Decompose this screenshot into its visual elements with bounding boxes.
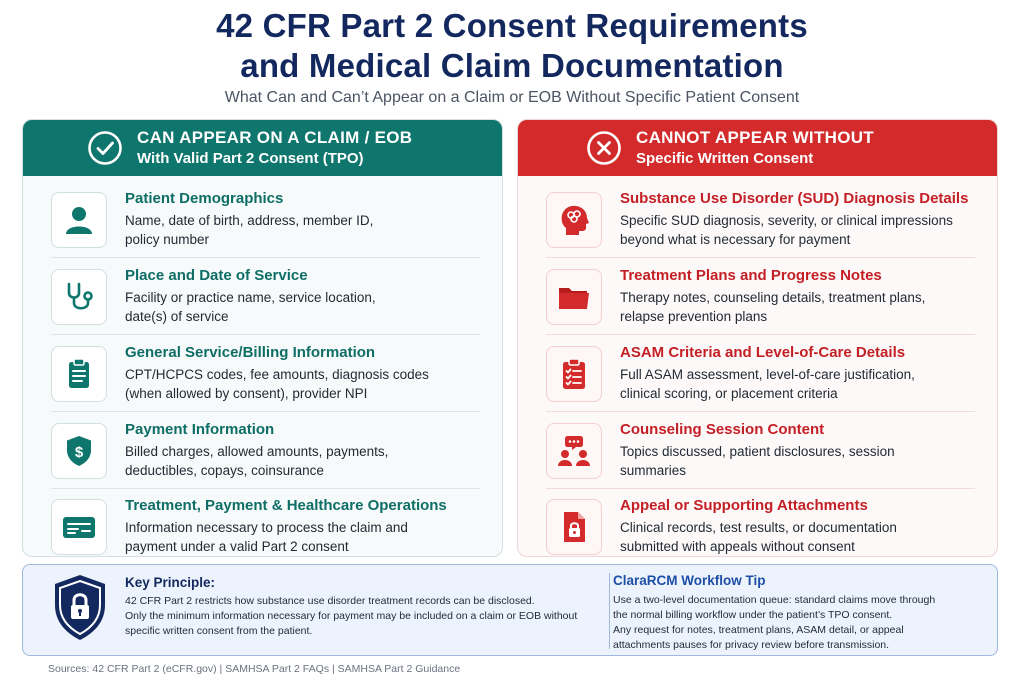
item-title: Place and Date of Service <box>125 267 308 284</box>
key-principle-text: 42 CFR Part 2 restricts how substance us… <box>125 595 578 637</box>
counseling-icon <box>546 423 602 479</box>
id-card-icon <box>51 499 107 555</box>
item-description: Name, date of birth, address, member ID,… <box>125 213 374 247</box>
list-item: ASAM Criteria and Level-of-Care Details … <box>518 336 997 412</box>
person-icon <box>51 192 107 248</box>
key-principle-box: Key Principle: 42 CFR Part 2 restricts h… <box>22 564 998 656</box>
can-appear-header: CAN APPEAR ON A CLAIM / EOB With Valid P… <box>23 120 502 176</box>
check-circle-icon <box>88 131 122 165</box>
can-appear-heading: CAN APPEAR ON A CLAIM / EOB <box>137 128 413 147</box>
key-principle-title: Key Principle: <box>125 575 216 590</box>
item-title: Treatment Plans and Progress Notes <box>620 267 882 284</box>
item-title: Patient Demographics <box>125 190 284 207</box>
dollar-shield-icon: $ <box>51 423 107 479</box>
folder-icon <box>546 269 602 325</box>
list-item: Treatment Plans and Progress Notes Thera… <box>518 259 997 335</box>
list-item: General Service/Billing Information CPT/… <box>23 336 502 412</box>
title-line-1: 42 CFR Part 2 Consent Requirements <box>216 7 808 44</box>
list-item: Appeal or Supporting Attachments Clinica… <box>518 489 997 556</box>
page-subtitle: What Can and Can’t Appear on a Claim or … <box>224 89 800 106</box>
divider <box>609 573 610 649</box>
can-appear-subheading: With Valid Part 2 Consent (TPO) <box>137 150 364 167</box>
item-description: Information necessary to process the cla… <box>125 520 408 554</box>
cannot-appear-heading: CANNOT APPEAR WITHOUT <box>636 128 874 147</box>
can-appear-panel: CAN APPEAR ON A CLAIM / EOB With Valid P… <box>22 119 503 557</box>
stethoscope-icon <box>51 269 107 325</box>
cannot-appear-header: CANNOT APPEAR WITHOUT Specific Written C… <box>518 120 997 176</box>
workflow-tip-title: ClaraRCM Workflow Tip <box>613 573 766 588</box>
item-title: ASAM Criteria and Level-of-Care Details <box>620 344 906 361</box>
page-title: 42 CFR Part 2 Consent Requirements and M… <box>0 6 1024 86</box>
item-title: Payment Information <box>125 421 275 438</box>
workflow-tip-text: Use a two-level documentation queue: sta… <box>613 594 936 651</box>
item-title: Treatment, Payment & Healthcare Operatio… <box>125 497 447 514</box>
item-description: Topics discussed, patient disclosures, s… <box>620 444 895 478</box>
item-title: General Service/Billing Information <box>125 344 376 361</box>
clipboard-icon <box>51 346 107 402</box>
list-item: Place and Date of Service Facility or pr… <box>23 259 502 335</box>
item-description: Therapy notes, counseling details, treat… <box>620 290 926 324</box>
x-circle-icon <box>587 131 621 165</box>
list-item: Treatment, Payment & Healthcare Operatio… <box>23 489 502 556</box>
list-item: Substance Use Disorder (SUD) Diagnosis D… <box>518 182 997 258</box>
item-title: Substance Use Disorder (SUD) Diagnosis D… <box>620 190 969 207</box>
head-brain-icon <box>546 192 602 248</box>
list-item: $ Payment Information Billed charges, al… <box>23 413 502 489</box>
title-line-2: and Medical Claim Documentation <box>240 47 784 84</box>
svg-text:$: $ <box>75 444 84 461</box>
item-description: Full ASAM assessment, level-of-care just… <box>620 367 915 401</box>
list-item: Counseling Session Content Topics discus… <box>518 413 997 489</box>
cannot-appear-panel: CANNOT APPEAR WITHOUT Specific Written C… <box>517 119 998 557</box>
item-description: Billed charges, allowed amounts, payment… <box>125 444 389 478</box>
sources-footer: Sources: 42 CFR Part 2 (eCFR.gov) | SAMH… <box>48 663 461 675</box>
shield-lock-icon <box>55 575 105 640</box>
list-item: Patient Demographics Name, date of birth… <box>23 182 502 258</box>
cannot-appear-subheading: Specific Written Consent <box>636 150 814 167</box>
item-title: Counseling Session Content <box>620 421 825 438</box>
locked-file-icon <box>546 499 602 555</box>
item-description: Specific SUD diagnosis, severity, or cli… <box>620 213 953 247</box>
item-description: Clinical records, test results, or docum… <box>620 520 897 554</box>
item-title: Appeal or Supporting Attachments <box>620 497 868 514</box>
item-description: CPT/HCPCS codes, fee amounts, diagnosis … <box>125 367 429 401</box>
item-description: Facility or practice name, service locat… <box>125 290 376 324</box>
checklist-icon <box>546 346 602 402</box>
